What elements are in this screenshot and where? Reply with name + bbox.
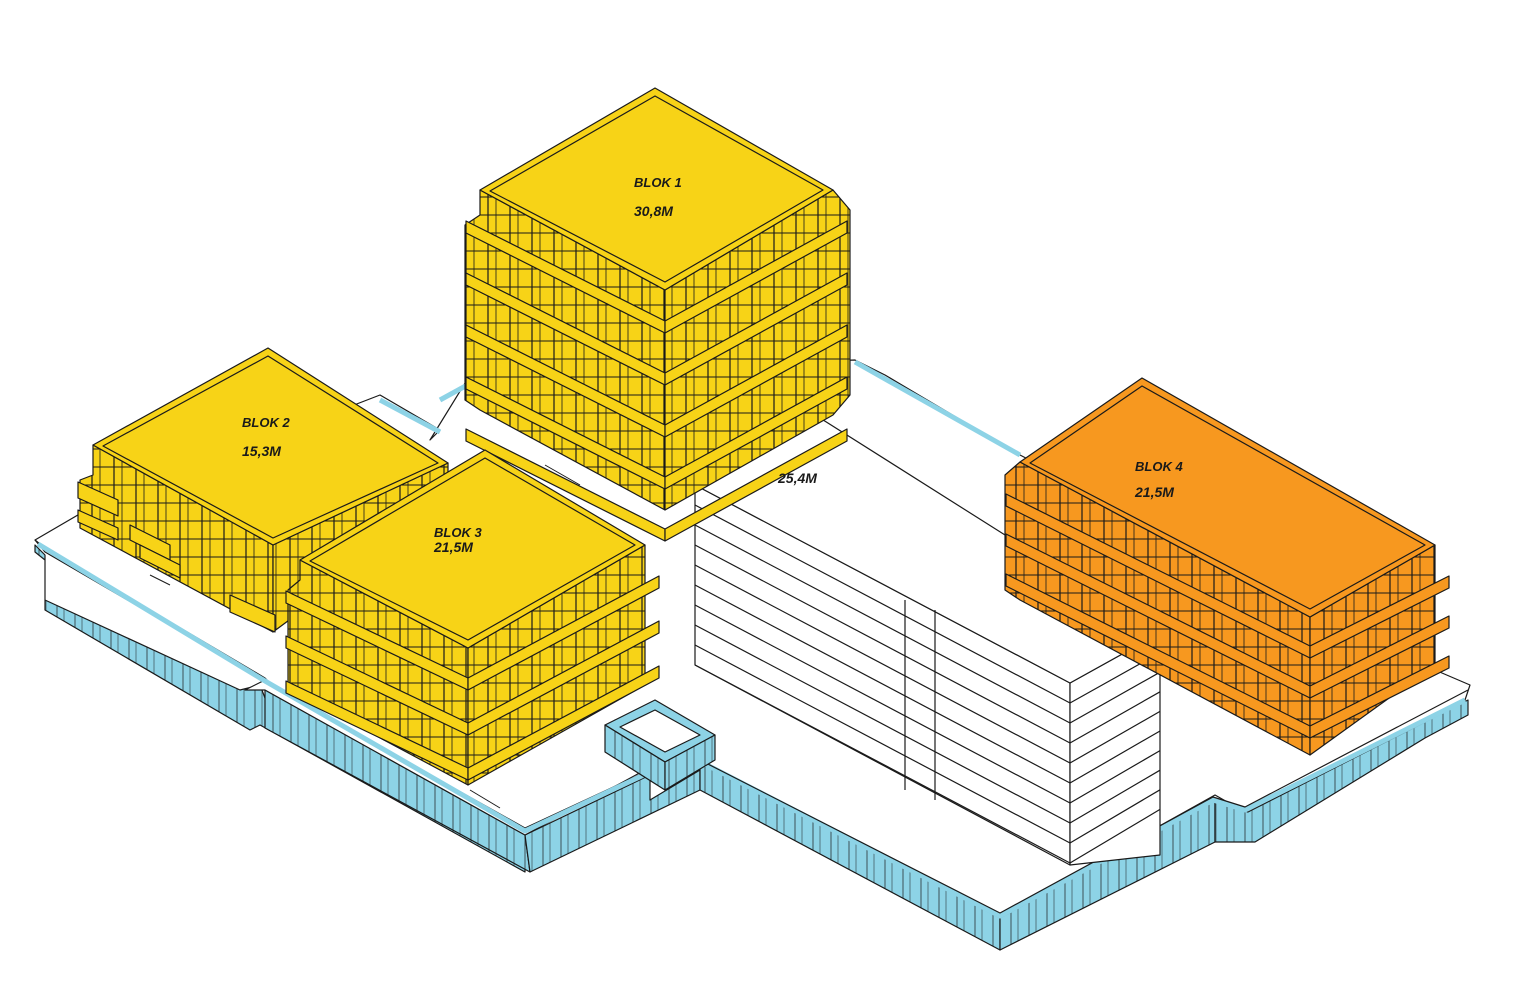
blok-3-height: 21,5M [433,539,473,555]
floor-slab-line [694,504,1071,704]
blok-2-balconies [77,481,276,633]
balcony-band [664,376,848,490]
floor-slab-line [694,604,1071,804]
blok-1-balconies [465,220,848,542]
floor-slab-line [1069,730,1161,784]
blok-1-roof [479,87,834,291]
podium-wall-right [1214,699,1469,843]
balcony-band [1309,575,1450,659]
balcony-band [664,428,848,542]
blok-4-name: BLOK 4 [1135,459,1183,474]
balcony-band [664,220,848,334]
labels: BLOK 1 30,8M BLOK 2 15,3M BLOK 3 21,5M B… [242,175,1183,555]
floor-slab-line [694,644,1071,844]
blok-4-height: 21,5M [1134,484,1174,500]
floor-slab-line [694,624,1071,824]
floor-slab-line [694,664,1071,864]
blok-3 [285,449,660,786]
blok-2-name: BLOK 2 [242,415,290,430]
blok-4-roof [1019,377,1436,618]
floor-slab-line [1069,691,1161,744]
balcony-band [467,665,660,781]
blok-1-name: BLOK 1 [634,175,682,190]
balcony-band [664,324,848,438]
floor-slab-line [694,564,1071,764]
floor-slab-line [1069,710,1161,764]
blok-3-balconies [285,575,660,781]
floor-slab-line [694,584,1071,784]
balcony-band [1309,615,1450,699]
floor-slab-line [1069,808,1161,864]
blok-2-height: 15,3M [242,443,281,459]
blok-4-balconies [1005,493,1450,739]
floor-slab-line [1069,671,1161,724]
blok-1-height: 30,8M [634,203,673,219]
blok-3-name: BLOK 3 [434,525,482,540]
balcony-band [1309,655,1450,739]
blok-1 [464,87,851,542]
floor-slab-line [1069,789,1161,844]
blok-2-roof [92,347,449,546]
floor-slab-line [1069,750,1161,804]
white-block-height: 25,4M [777,470,817,486]
white-block [694,417,1161,866]
balcony-band [664,272,848,386]
floor-slab-line [694,524,1071,724]
balcony-band [467,575,660,691]
floor-slab-line [1069,769,1161,824]
balcony-band [467,620,660,736]
blok-4 [1004,377,1450,756]
floor-slab-line [694,544,1071,744]
